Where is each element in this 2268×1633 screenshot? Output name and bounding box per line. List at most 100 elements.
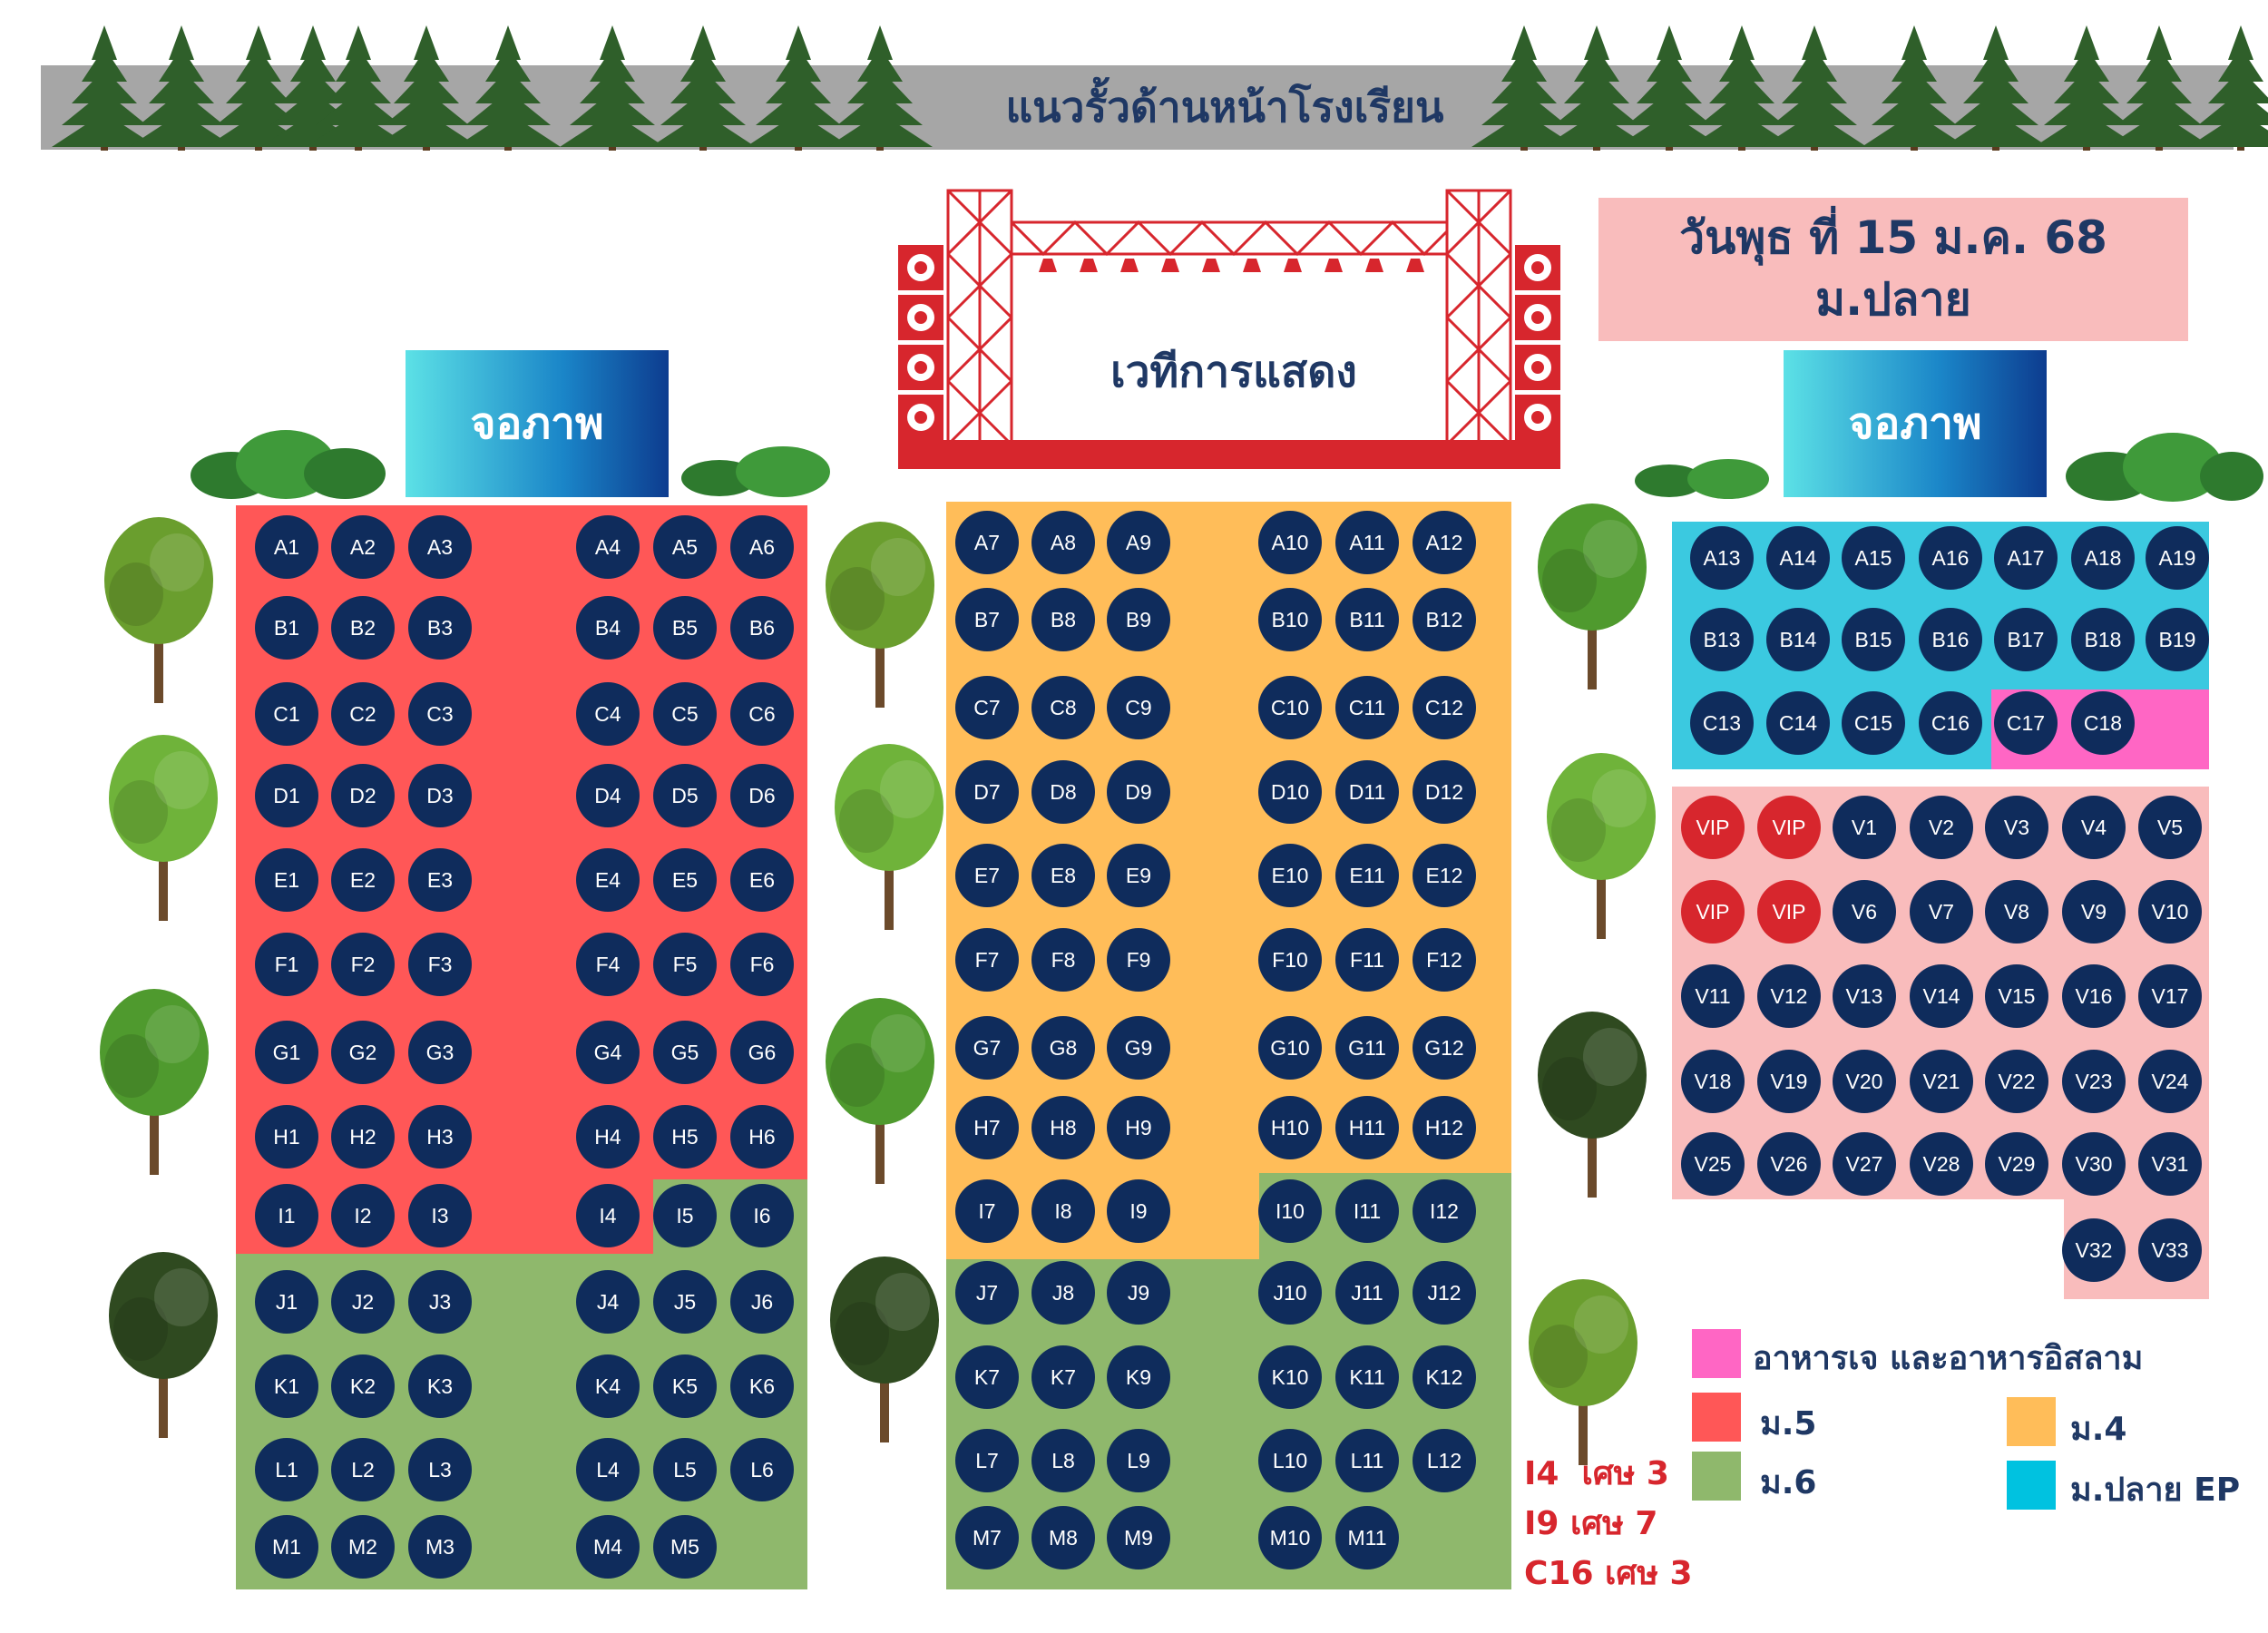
- seat-mid-b-6: C10: [1258, 676, 1322, 739]
- seat-left-a-2: A3: [408, 515, 472, 579]
- seat-left-b-3: B4: [576, 596, 640, 660]
- seat-mid-b-28: J11: [1335, 1261, 1399, 1325]
- seat-mid-b-23: H12: [1413, 1096, 1476, 1159]
- tree-icon: [104, 517, 213, 703]
- seat-mid-a-25: I8: [1031, 1179, 1095, 1243]
- seat-vip-20: V17: [2138, 964, 2202, 1028]
- pine-tree-icon: [746, 25, 851, 151]
- seat-left-b-12: E4: [576, 848, 640, 912]
- fence-label: แนวรั้วด้านหน้าโรงเรียน: [1005, 83, 1444, 132]
- seat-left-b-5: B6: [730, 596, 794, 660]
- seat-vip-6: V5: [2138, 796, 2202, 859]
- seat-ep-12: B18: [2071, 608, 2135, 671]
- seat-mid-b-21: H10: [1258, 1096, 1322, 1159]
- seat-mid-b-24: I10: [1258, 1179, 1322, 1243]
- seat-ep-5: A18: [2071, 526, 2135, 590]
- seat-left-a-15: F1: [255, 933, 318, 996]
- seat-left-a-34: L2: [331, 1438, 395, 1501]
- event-date: วันพุธ ที่ 15 ม.ค. 68: [1679, 211, 2107, 264]
- seat-left-b-18: G4: [576, 1021, 640, 1084]
- seat-mid-b-8: C12: [1413, 676, 1476, 739]
- pine-tree-icon: [560, 25, 665, 151]
- seat-left-b-1: A5: [653, 515, 717, 579]
- seat-left-b-19: G5: [653, 1021, 717, 1084]
- seat-left-a-20: G3: [408, 1021, 472, 1084]
- seat-left-b-21: H4: [576, 1105, 640, 1169]
- seat-vip-33: V30: [2062, 1132, 2126, 1196]
- seat-mid-a-15: F7: [955, 928, 1019, 992]
- seat-vip-9: V6: [1833, 880, 1896, 944]
- seat-mid-b-3: B10: [1258, 588, 1322, 651]
- seat-vip-8: VIP: [1757, 880, 1821, 944]
- seat-mid-a-37: M8: [1031, 1506, 1095, 1569]
- seat-vip-19: V16: [2062, 964, 2126, 1028]
- seat-mid-b-13: E11: [1335, 844, 1399, 907]
- seat-mid-b-37: M11: [1335, 1506, 1399, 1569]
- seat-mid-b-33: L10: [1258, 1429, 1322, 1492]
- seat-mid-a-27: J7: [955, 1261, 1019, 1325]
- seat-mid-b-22: H11: [1335, 1096, 1399, 1159]
- seat-vip-10: V7: [1910, 880, 1973, 944]
- seat-mid-b-1: A11: [1335, 511, 1399, 574]
- seat-vip-36: V33: [2138, 1218, 2202, 1282]
- pine-tree-icon: [1762, 25, 1867, 151]
- seat-vip-28: V25: [1681, 1132, 1745, 1196]
- seat-mid-a-5: B9: [1107, 588, 1170, 651]
- seat-left-b-33: L4: [576, 1438, 640, 1501]
- seat-mid-a-35: L9: [1107, 1429, 1170, 1492]
- seat-vip-0: VIP: [1681, 796, 1745, 859]
- seat-left-a-11: D3: [408, 764, 472, 827]
- seat-left-a-21: H1: [255, 1105, 318, 1169]
- seat-left-a-26: I3: [408, 1184, 472, 1247]
- seat-mid-a-23: H9: [1107, 1096, 1170, 1159]
- pine-tree-icon: [650, 25, 756, 151]
- seat-vip-12: V9: [2062, 880, 2126, 944]
- seat-mid-a-7: C8: [1031, 676, 1095, 739]
- seat-vip-15: V12: [1757, 964, 1821, 1028]
- seat-left-a-4: B2: [331, 596, 395, 660]
- seat-mid-b-17: F12: [1413, 928, 1476, 992]
- seat-left-b-15: F4: [576, 933, 640, 996]
- seat-mid-b-35: L12: [1413, 1429, 1476, 1492]
- seat-left-a-30: K1: [255, 1354, 318, 1418]
- seat-mid-b-10: D11: [1335, 760, 1399, 824]
- seat-mid-a-16: F8: [1031, 928, 1095, 992]
- seat-left-a-10: D2: [331, 764, 395, 827]
- pine-tree-icon: [1943, 25, 2048, 151]
- seat-left-a-35: L3: [408, 1438, 472, 1501]
- seat-vip-31: V28: [1910, 1132, 1973, 1196]
- seat-vip-1: VIP: [1757, 796, 1821, 859]
- seat-left-b-23: H6: [730, 1105, 794, 1169]
- seat-left-b-24: I4: [576, 1184, 640, 1247]
- tree-icon: [826, 522, 934, 708]
- seat-vip-11: V8: [1985, 880, 2048, 944]
- seat-left-b-17: F6: [730, 933, 794, 996]
- pine-tree-icon: [1471, 25, 1577, 151]
- seat-left-a-17: F3: [408, 933, 472, 996]
- pine-tree-icon: [1689, 25, 1794, 151]
- seat-left-a-5: B3: [408, 596, 472, 660]
- left-screen: จอภาพ: [406, 350, 669, 497]
- bush-right-1: [1635, 459, 1769, 499]
- event-level: ม.ปลาย: [1815, 273, 1971, 326]
- seat-mid-b-11: D12: [1413, 760, 1476, 824]
- seat-left-b-16: F5: [653, 933, 717, 996]
- seat-mid-a-17: F9: [1107, 928, 1170, 992]
- seat-left-b-27: J4: [576, 1270, 640, 1334]
- seat-left-b-20: G6: [730, 1021, 794, 1084]
- seat-left-b-31: K5: [653, 1354, 717, 1418]
- seat-mid-b-4: B11: [1335, 588, 1399, 651]
- seat-left-b-10: D5: [653, 764, 717, 827]
- seat-ep-17: C16: [1919, 691, 1982, 755]
- seat-left-a-32: K3: [408, 1354, 472, 1418]
- seat-mid-a-26: I9: [1107, 1179, 1170, 1243]
- seat-mid-b-15: F10: [1258, 928, 1322, 992]
- seat-ep-8: B14: [1766, 608, 1830, 671]
- seat-left-a-6: C1: [255, 682, 318, 746]
- seat-left-a-3: B1: [255, 596, 318, 660]
- seat-left-a-33: L1: [255, 1438, 318, 1501]
- seat-mid-a-2: A9: [1107, 511, 1170, 574]
- seat-left-a-37: M2: [331, 1515, 395, 1579]
- seat-ep-1: A14: [1766, 526, 1830, 590]
- seat-vip-4: V3: [1985, 796, 2048, 859]
